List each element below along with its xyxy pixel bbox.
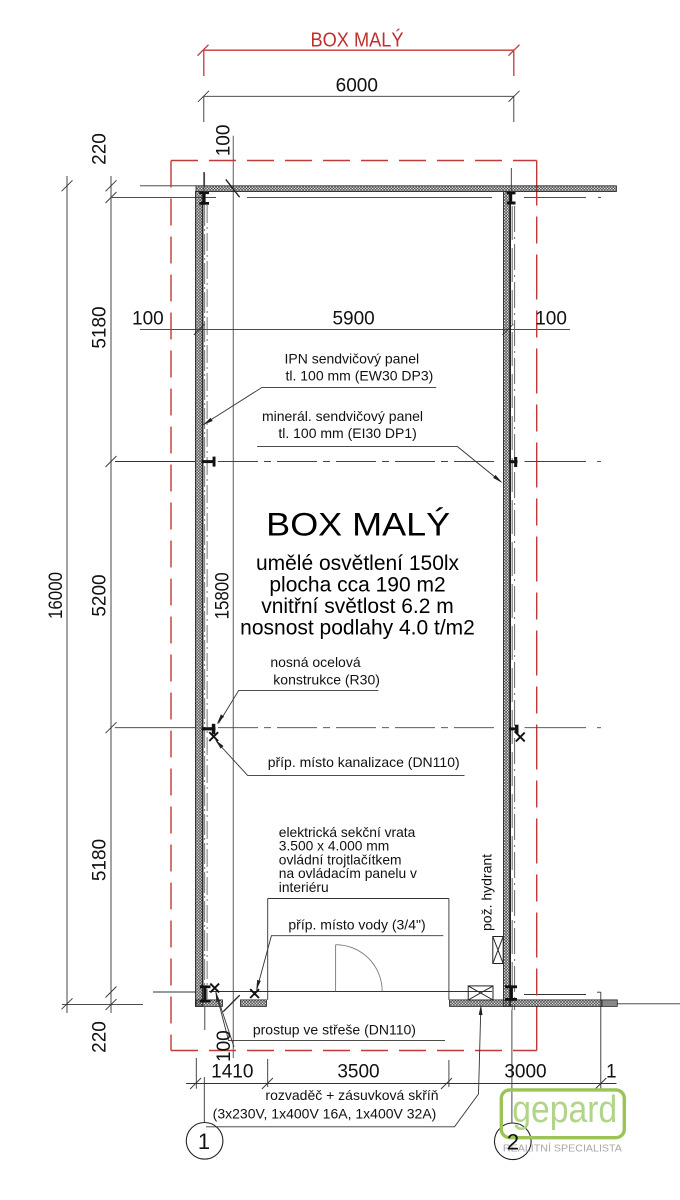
svg-text:konstrukce (R30): konstrukce (R30) — [273, 672, 380, 688]
svg-text:rozvaděč + zásuvková skříň: rozvaděč + zásuvková skříň — [265, 1087, 438, 1103]
svg-text:1: 1 — [606, 1062, 617, 1083]
svg-text:BOX MALÝ: BOX MALÝ — [311, 29, 404, 52]
svg-text:elektrická sekční vrata: elektrická sekční vrata — [279, 825, 416, 840]
svg-text:5900: 5900 — [332, 309, 374, 330]
svg-text:IPN sendvičový panel: IPN sendvičový panel — [284, 351, 419, 367]
svg-text:5180: 5180 — [90, 306, 111, 348]
svg-text:5200: 5200 — [90, 574, 111, 616]
svg-text:2: 2 — [507, 1129, 519, 1154]
svg-text:plocha cca 190 m2: plocha cca 190 m2 — [269, 573, 445, 596]
svg-text:100: 100 — [132, 309, 164, 330]
svg-text:220: 220 — [90, 1021, 111, 1053]
svg-text:3000: 3000 — [504, 1062, 546, 1083]
svg-text:REALITNÍ SPECIALISTA: REALITNÍ SPECIALISTA — [503, 1141, 622, 1154]
svg-text:nosná ocelová: nosná ocelová — [270, 654, 361, 670]
svg-text:15800: 15800 — [212, 572, 233, 619]
svg-text:100: 100 — [535, 309, 567, 330]
svg-text:tl. 100 mm (EI30 DP1): tl. 100 mm (EI30 DP1) — [278, 425, 417, 441]
svg-text:pož. hydrant: pož. hydrant — [479, 854, 495, 931]
svg-text:6000: 6000 — [336, 76, 378, 97]
svg-text:gepard: gepard — [512, 1089, 617, 1131]
svg-text:3500: 3500 — [337, 1062, 379, 1083]
svg-text:1410: 1410 — [211, 1062, 253, 1083]
svg-text:1: 1 — [198, 1129, 210, 1154]
svg-text:16000: 16000 — [46, 572, 67, 619]
svg-text:(3x230V, 1x400V 16A, 1x400V 32: (3x230V, 1x400V 16A, 1x400V 32A) — [213, 1105, 437, 1121]
svg-text:ovládní trojtlačítkem: ovládní trojtlačítkem — [279, 852, 402, 867]
svg-text:na ovládacím panelu v: na ovládacím panelu v — [279, 866, 417, 881]
svg-text:příp. místo kanalizace (DN110): příp. místo kanalizace (DN110) — [268, 754, 460, 770]
svg-text:3.500 x 4.000 mm: 3.500 x 4.000 mm — [279, 839, 389, 854]
svg-text:220: 220 — [90, 133, 111, 165]
svg-text:minerál. sendvičový panel: minerál. sendvičový panel — [262, 408, 423, 424]
svg-text:interiéru: interiéru — [279, 880, 329, 895]
svg-text:100: 100 — [213, 125, 234, 157]
svg-text:100: 100 — [214, 1030, 235, 1062]
svg-text:prostup ve střeše (DN110): prostup ve střeše (DN110) — [253, 1021, 416, 1037]
svg-text:BOX MALÝ: BOX MALÝ — [266, 507, 450, 543]
svg-text:tl. 100 mm (EW30 DP3): tl. 100 mm (EW30 DP3) — [285, 368, 433, 384]
svg-text:příp. místo vody (3/4"): příp. místo vody (3/4") — [288, 917, 425, 933]
svg-text:vnitřní světlost 6.2 m: vnitřní světlost 6.2 m — [261, 595, 454, 618]
svg-text:nosnost podlahy 4.0 t/m2: nosnost podlahy 4.0 t/m2 — [240, 616, 475, 639]
svg-text:5180: 5180 — [90, 839, 111, 881]
svg-text:umělé osvětlení 150lx: umělé osvětlení 150lx — [256, 552, 460, 575]
